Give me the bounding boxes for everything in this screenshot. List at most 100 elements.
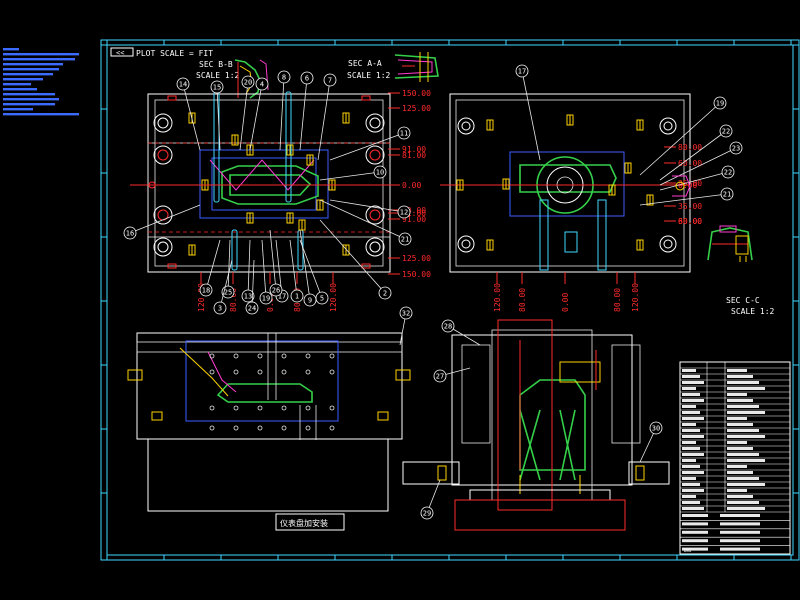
title-block-cell bbox=[682, 447, 700, 450]
balloon-number: 10 bbox=[376, 169, 384, 177]
balloon-number: 7 bbox=[328, 77, 332, 85]
title-block-cell bbox=[727, 489, 747, 492]
note-line bbox=[3, 113, 79, 116]
item-balloon: 27 bbox=[433, 367, 471, 383]
balloon-number: 15 bbox=[213, 84, 221, 92]
screw-icon bbox=[306, 154, 314, 166]
hole-mark bbox=[305, 369, 311, 375]
section-aa-detail-icon bbox=[394, 52, 439, 82]
screw-icon bbox=[502, 178, 510, 190]
balloon-number: 27 bbox=[436, 373, 444, 381]
item-balloon: 20 bbox=[239, 75, 255, 151]
title-block-cell bbox=[720, 547, 760, 551]
screw-icon bbox=[566, 114, 574, 126]
note-line bbox=[3, 83, 31, 86]
hole-mark bbox=[209, 369, 215, 375]
balloon-number: 19 bbox=[262, 295, 270, 303]
balloon-number: 20 bbox=[244, 79, 252, 87]
dimension-label: 81.00 bbox=[402, 151, 426, 160]
hole-mark bbox=[209, 405, 215, 411]
title-block-cell bbox=[720, 522, 760, 526]
item-balloon: 22 bbox=[659, 124, 733, 181]
bottom-left-section-view: 仪表盘加安装 bbox=[127, 332, 411, 531]
item-balloon: 7 bbox=[317, 73, 337, 161]
item-balloon: 17 bbox=[515, 64, 541, 161]
title-block-cell bbox=[682, 417, 704, 420]
item-balloon: 4 bbox=[249, 77, 269, 151]
note-line bbox=[3, 48, 19, 51]
title-block-cell bbox=[727, 447, 753, 450]
title-block-cell bbox=[682, 547, 708, 551]
screw-icon bbox=[486, 119, 494, 131]
item-balloon: 30 bbox=[639, 421, 663, 463]
hole-mark bbox=[305, 353, 311, 359]
item-balloon: 1 bbox=[289, 239, 304, 303]
balloon-number: 6 bbox=[305, 75, 309, 83]
balloon-number: 24 bbox=[248, 305, 256, 313]
dimension-label: 80.00 bbox=[678, 143, 702, 152]
hole-mark bbox=[257, 369, 263, 375]
screw-icon bbox=[316, 199, 324, 211]
title-block-cell bbox=[682, 495, 696, 498]
title-block-cell bbox=[727, 495, 753, 498]
hole-mark bbox=[257, 353, 263, 359]
note-line bbox=[3, 78, 43, 81]
title-block-cell bbox=[727, 441, 747, 444]
title-block-cell bbox=[682, 514, 708, 517]
dimension-label: 150.00 bbox=[402, 270, 431, 279]
hole-mark bbox=[281, 369, 287, 375]
hole-mark bbox=[281, 353, 287, 359]
item-balloon: 11 bbox=[329, 126, 411, 161]
title-block-cell bbox=[727, 381, 759, 384]
dimension-label: 80.00 bbox=[613, 288, 622, 312]
item-balloon: 6 bbox=[299, 71, 314, 151]
balloon-number: 26 bbox=[272, 287, 280, 295]
hole-mark bbox=[209, 353, 215, 359]
screw-icon bbox=[342, 112, 350, 124]
title-block-cell bbox=[682, 387, 696, 390]
item-balloon: 2 bbox=[319, 219, 392, 300]
title-block-cell bbox=[682, 459, 696, 462]
dimension-label: 0.00 bbox=[402, 181, 421, 190]
item-balloon: 18 bbox=[199, 239, 221, 297]
title-block-cell bbox=[682, 507, 704, 510]
screw-icon bbox=[298, 219, 306, 231]
screw-icon bbox=[286, 144, 294, 156]
balloon-number: 23 bbox=[732, 145, 740, 153]
title-block-cell bbox=[682, 423, 696, 426]
balloon-number: 1 bbox=[295, 293, 299, 301]
svg-text:SEC C-C: SEC C-C bbox=[726, 296, 760, 305]
title-block-cell bbox=[682, 381, 704, 384]
title-block-cell bbox=[727, 429, 759, 432]
title-block-cell bbox=[727, 471, 753, 474]
screw-icon bbox=[188, 244, 196, 256]
item-balloon: 8 bbox=[277, 70, 291, 151]
title-block-cell bbox=[727, 375, 753, 378]
title-block-cell bbox=[682, 435, 704, 438]
title-block-cell bbox=[682, 453, 704, 456]
hole-mark bbox=[257, 405, 263, 411]
item-balloon: 3 bbox=[213, 259, 233, 315]
dimension-label: 80.00 bbox=[678, 217, 702, 226]
dimension-label: 120.00 bbox=[329, 283, 338, 312]
note-line bbox=[3, 103, 55, 106]
dimension-label: 35.00 bbox=[678, 179, 702, 188]
screw-icon bbox=[608, 184, 616, 196]
section-label-bb: SEC B-B SCALE 1:2 bbox=[196, 59, 269, 99]
section-cc-detail bbox=[672, 175, 691, 197]
plot-scale-header: << PLOT SCALE = FIT bbox=[110, 47, 213, 58]
dimension-label: 40.00 bbox=[402, 206, 426, 215]
title-block-cell bbox=[682, 429, 700, 432]
dimension-label: 81.00 bbox=[402, 209, 426, 218]
svg-text:SEC B-B: SEC B-B bbox=[199, 60, 233, 69]
dimension-label: 60.00 bbox=[678, 217, 702, 226]
hole-mark bbox=[281, 405, 287, 411]
balloon-number: 9 bbox=[308, 297, 312, 305]
balloon-number: 17 bbox=[518, 68, 526, 76]
title-block-cell bbox=[727, 399, 753, 402]
hole-mark bbox=[329, 369, 335, 375]
title-block-cell bbox=[682, 405, 696, 408]
